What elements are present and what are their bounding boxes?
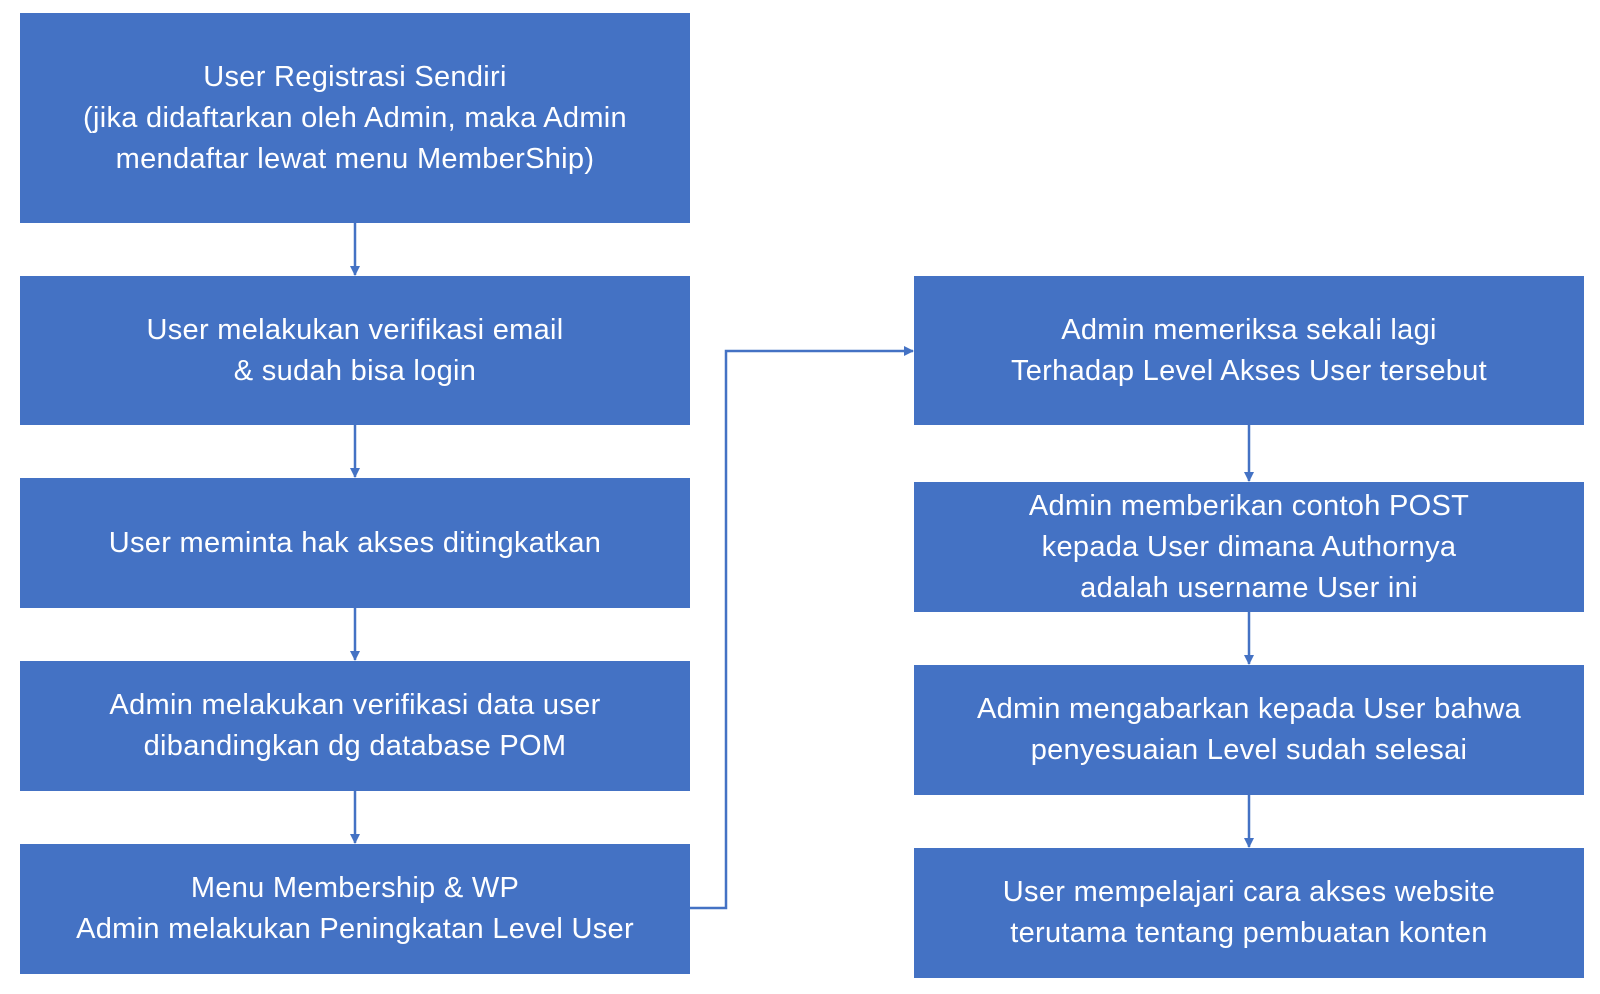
flow-step-admin-data-verification: Admin melakukan verifikasi data user dib…	[20, 661, 690, 791]
flow-step-user-registration: User Registrasi Sendiri (jika didaftarka…	[20, 13, 690, 223]
step-text-line: Admin memberikan contoh POST	[1028, 489, 1470, 522]
flow-step-admin-recheck: Admin memeriksa sekali lagi Terhadap Lev…	[914, 276, 1584, 425]
step-text-line: User meminta hak akses ditingkatkan	[108, 526, 602, 559]
step-text: User melakukan verifikasi email & sudah …	[146, 310, 563, 392]
step-text-line: kepada User dimana Authornya	[1041, 530, 1457, 563]
step-text: Admin memeriksa sekali lagi Terhadap Lev…	[1011, 310, 1487, 392]
flow-step-email-verification: User melakukan verifikasi email & sudah …	[20, 276, 690, 425]
step-text-line: User mempelajari cara akses website	[1002, 876, 1496, 908]
arrow-step5-to-step6	[690, 346, 914, 910]
step-text: Admin memberikan contoh POST kepada User…	[1029, 486, 1469, 609]
flow-step-user-learning: User mempelajari cara akses website teru…	[914, 848, 1584, 978]
step-text: User Registrasi Sendiri (jika didaftarka…	[83, 57, 627, 180]
step-text-line: Admin melakukan Peningkatan Level User	[76, 913, 634, 945]
step-text-line: Terhadap Level Akses User tersebut	[1010, 354, 1488, 387]
step-text-line: User melakukan verifikasi email	[146, 313, 564, 346]
step-text: Admin mengabarkan kepada User bahwa peny…	[977, 689, 1521, 771]
step-text-line: Menu Membership & WP	[190, 872, 520, 904]
step-text-line: & sudah bisa login	[233, 354, 477, 387]
step-text-line: penyesuaian Level sudah selesai	[1030, 734, 1468, 766]
step-text: User meminta hak akses ditingkatkan	[109, 523, 601, 564]
step-text: User mempelajari cara akses website teru…	[1003, 872, 1495, 954]
step-text-line: adalah username User ini	[1080, 571, 1418, 604]
step-text-line: dibandingkan dg database POM	[143, 730, 567, 762]
step-text-line: (jika didaftarkan oleh Admin, maka Admin	[83, 101, 627, 134]
step-text-line: Admin memeriksa sekali lagi	[1061, 313, 1437, 346]
step-text-line: mendaftar lewat menu MemberShip)	[115, 142, 595, 175]
step-text-line: Admin melakukan verifikasi data user	[109, 689, 601, 721]
flow-step-access-request: User meminta hak akses ditingkatkan	[20, 478, 690, 608]
step-text-line: User Registrasi Sendiri	[203, 60, 507, 93]
step-text-line: terutama tentang pembuatan konten	[1010, 917, 1488, 949]
step-text-line: Admin mengabarkan kepada User bahwa	[976, 693, 1522, 725]
flow-step-level-upgrade: Menu Membership & WP Admin melakukan Pen…	[20, 844, 690, 974]
step-text: Menu Membership & WP Admin melakukan Pen…	[76, 868, 634, 950]
step-text: Admin melakukan verifikasi data user dib…	[109, 685, 600, 767]
flow-step-sample-post: Admin memberikan contoh POST kepada User…	[914, 482, 1584, 612]
flow-step-notify-user: Admin mengabarkan kepada User bahwa peny…	[914, 665, 1584, 795]
